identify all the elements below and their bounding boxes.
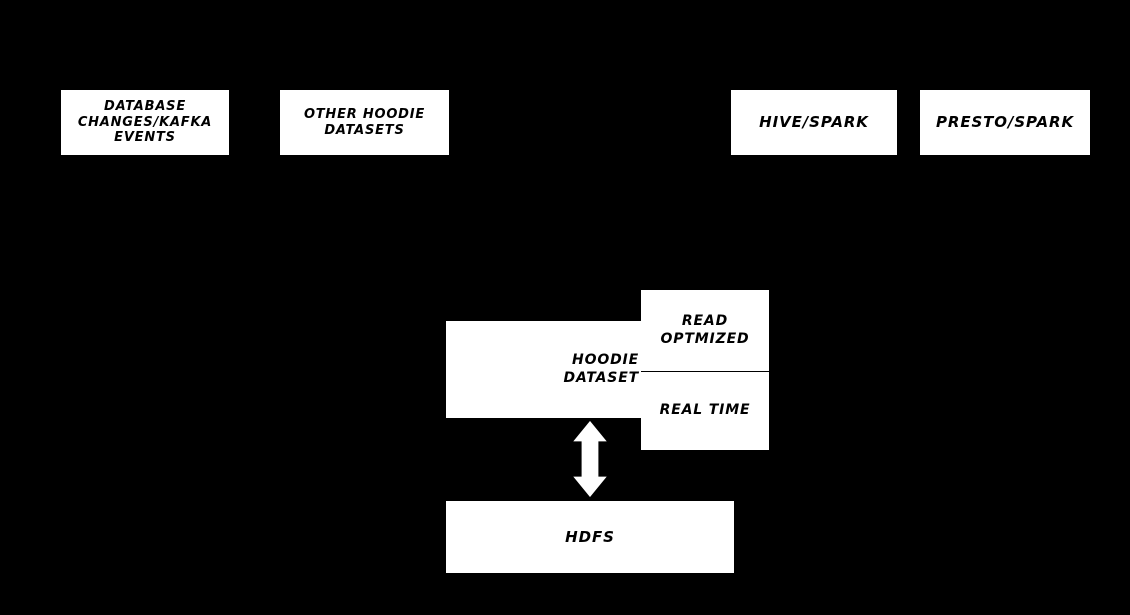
node-label: HOODIE DATASET	[563, 352, 639, 386]
node-database-changes-kafka-events[interactable]: DATABASE CHANGES/KAFKA EVENTS	[61, 90, 229, 155]
node-hdfs[interactable]: HDFS	[446, 501, 734, 573]
node-label: READ OPTMIZED	[660, 313, 750, 347]
node-presto-spark[interactable]: PRESTO/SPARK	[920, 90, 1090, 155]
node-label: OTHER HOODIE DATASETS	[303, 106, 426, 138]
node-hoodie-dataset[interactable]: HOODIE DATASET	[446, 321, 641, 418]
node-real-time-view[interactable]: REAL TIME	[641, 372, 769, 450]
node-read-optimized-view[interactable]: READ OPTMIZED	[641, 290, 769, 371]
node-label: REAL TIME	[659, 402, 751, 419]
node-hive-spark[interactable]: HIVE/SPARK	[731, 90, 897, 155]
bidirectional-arrow-icon	[570, 418, 610, 500]
node-label: PRESTO/SPARK	[935, 113, 1075, 132]
node-label: DATABASE CHANGES/KAFKA EVENTS	[77, 98, 213, 146]
node-label: HIVE/SPARK	[759, 113, 869, 132]
node-label: HDFS	[565, 527, 615, 546]
node-other-hoodie-datasets[interactable]: OTHER HOODIE DATASETS	[280, 90, 449, 155]
